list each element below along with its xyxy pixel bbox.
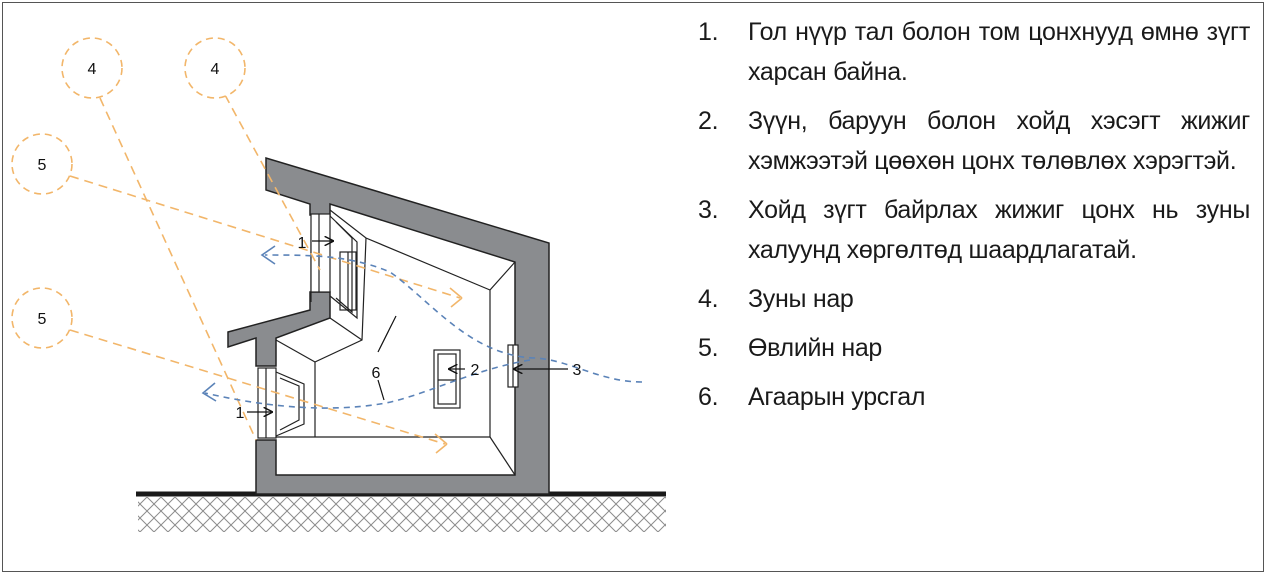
summer-sun-rays xyxy=(99,94,321,441)
ground-hatch xyxy=(138,497,666,532)
main-wall-roof xyxy=(255,156,550,495)
north-window xyxy=(507,344,519,388)
winter-sun-icon xyxy=(11,133,73,195)
callout-air-flow-6: 6 xyxy=(372,365,381,382)
summer-sun-icon xyxy=(61,37,123,99)
legend-item: 5. Өвлийн нар xyxy=(698,328,1250,368)
side-window xyxy=(433,349,461,409)
legend-item: 4. Зуны нар xyxy=(698,279,1250,319)
legend-number: 1. xyxy=(698,18,719,46)
legend-text: Агаарын урсгал xyxy=(748,383,926,411)
legend-number: 6. xyxy=(698,383,719,411)
legend-item: 1. Гол нүүр тал болон том цонхнууд өмнө … xyxy=(698,12,1250,92)
sun-circles xyxy=(11,37,246,349)
winter-sun-icon xyxy=(11,287,73,349)
legend-item: 3. Хойд зүгт байрлах жижиг цонх нь зуны … xyxy=(698,190,1250,270)
legend-number: 4. xyxy=(698,285,719,313)
summer-sun-label: 4 xyxy=(88,61,97,78)
callout-window-1: 1 xyxy=(236,405,245,422)
legend-text: Хойд зүгт байрлах жижиг цонх нь зуны хал… xyxy=(748,196,1250,264)
winter-sun-label: 5 xyxy=(38,157,47,174)
callout-window-2: 2 xyxy=(471,362,480,379)
air-flow-lines xyxy=(204,254,643,409)
summer-sun-label: 4 xyxy=(211,61,220,78)
legend-number: 2. xyxy=(698,107,719,135)
legend-item: 6. Агаарын урсгал xyxy=(698,377,1250,417)
summer-sun-icon xyxy=(184,37,246,99)
legend-item: 2. Зүүн, баруун болон хойд хэсэгт жижиг … xyxy=(698,101,1250,181)
upper-window xyxy=(310,213,358,320)
legend-text: Гол нүүр тал болон том цонхнууд өмнө зүг… xyxy=(748,18,1250,86)
callout-window-3: 3 xyxy=(573,362,582,379)
legend-number: 5. xyxy=(698,334,719,362)
legend-text: Зуны нар xyxy=(748,285,854,313)
legend-list: 1. Гол нүүр тал болон том цонхнууд өмнө … xyxy=(698,12,1250,426)
callout-leaders xyxy=(247,241,568,412)
house-section-diagram: 4 4 5 5 1 1 2 3 6 xyxy=(11,37,666,532)
legend-number: 3. xyxy=(698,196,719,224)
legend-text: Зүүн, баруун болон хойд хэсэгт жижиг хэм… xyxy=(748,107,1250,175)
legend-text: Өвлийн нар xyxy=(748,334,883,362)
winter-sun-label: 5 xyxy=(38,311,47,328)
winter-sun-rays xyxy=(69,175,463,454)
callout-window-1: 1 xyxy=(298,235,307,252)
air-flow-arrowheads xyxy=(201,245,276,402)
lower-roof xyxy=(227,291,331,367)
lower-window xyxy=(257,367,305,439)
